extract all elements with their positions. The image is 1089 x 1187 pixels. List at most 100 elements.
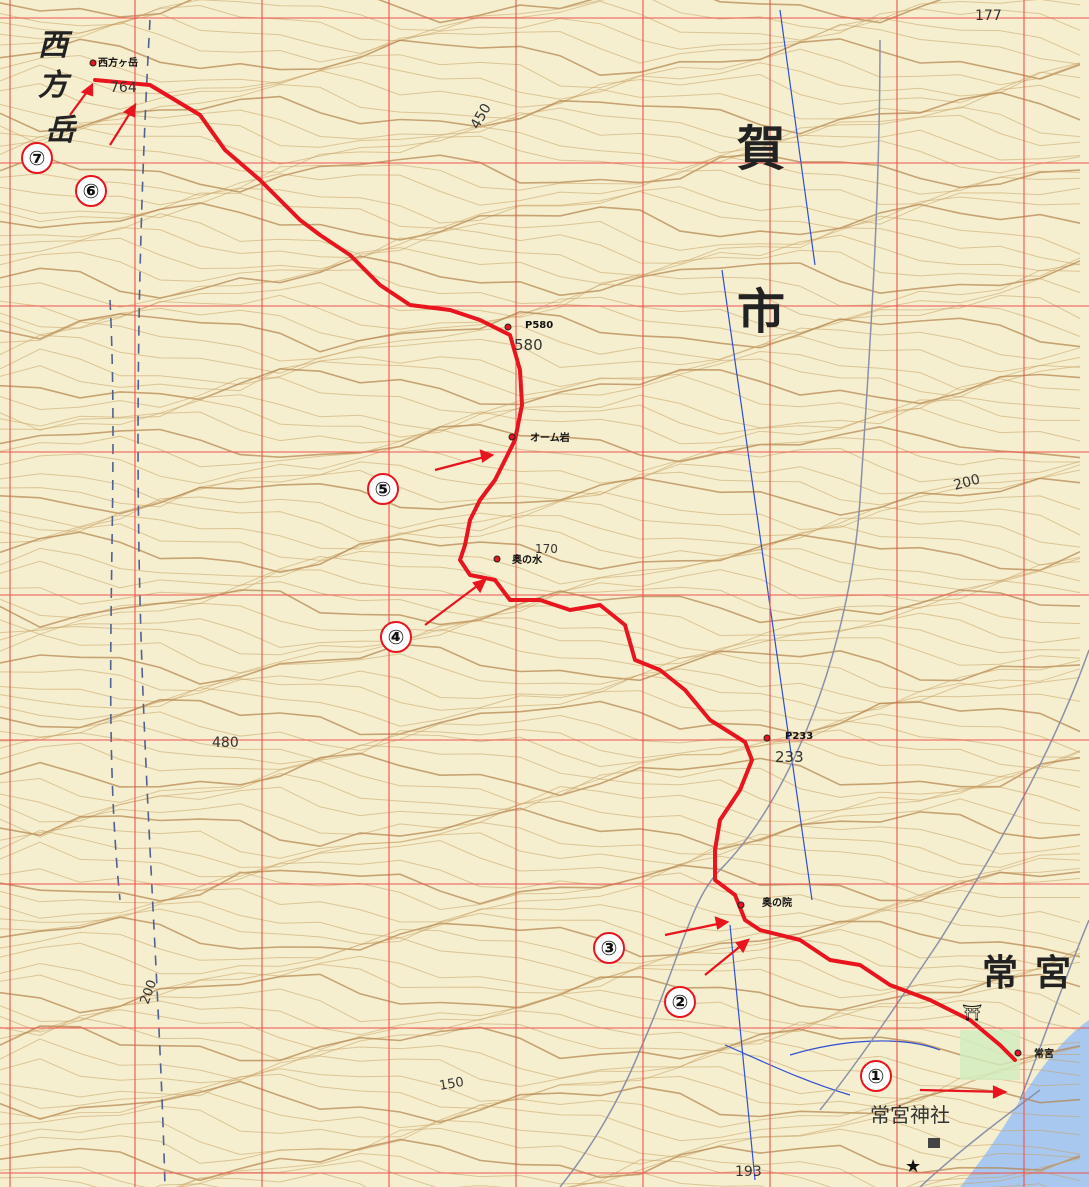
contour-line bbox=[0, 153, 1081, 193]
contour-line bbox=[174, 1170, 1081, 1187]
contour-line bbox=[0, 1089, 1081, 1129]
boundary-lines bbox=[721, 9, 941, 1181]
contour-line bbox=[0, 70, 1081, 110]
contour-line bbox=[0, 1017, 1081, 1061]
contour-line bbox=[0, 1025, 1081, 1066]
contour-line bbox=[0, 135, 1081, 174]
contour-line bbox=[0, 711, 1081, 753]
contour-line bbox=[0, 653, 1081, 693]
contour-line bbox=[0, 772, 1081, 817]
contour-line bbox=[0, 937, 1081, 980]
shrine-icon: ★ bbox=[905, 1156, 921, 1177]
area-label-shi: 市 bbox=[737, 284, 785, 340]
waypoint-okunoin-label: 奥の院 bbox=[762, 896, 792, 909]
waypoint-p233-label: P233 bbox=[785, 731, 813, 742]
svg-text:⑦: ⑦ bbox=[29, 146, 46, 170]
contour-line bbox=[0, 476, 1081, 516]
waypoint-start-label: 常宮 bbox=[1034, 1047, 1054, 1060]
contour-line bbox=[0, 111, 1081, 154]
contour-line bbox=[0, 523, 1081, 566]
contour-line bbox=[0, 91, 1081, 135]
svg-text:③: ③ bbox=[601, 936, 618, 960]
elevation-200: 200 bbox=[952, 471, 982, 493]
contour-line bbox=[0, 928, 1081, 966]
elevation-summit: 764 bbox=[110, 80, 137, 96]
contour-line bbox=[0, 269, 1081, 308]
contour-line bbox=[0, 612, 1081, 654]
contour-line bbox=[0, 48, 1081, 89]
contour-line bbox=[0, 38, 1081, 80]
contour-line bbox=[0, 871, 1081, 911]
contour-line bbox=[0, 278, 1081, 322]
contour-line bbox=[0, 399, 1080, 438]
svg-text:⑤: ⑤ bbox=[375, 477, 392, 501]
contour-line bbox=[155, 1181, 1048, 1187]
shrine-label: 常宮神社 bbox=[870, 1103, 950, 1127]
contour-line bbox=[0, 807, 1081, 851]
contour-line bbox=[0, 1038, 1081, 1081]
contour-line bbox=[0, 423, 1081, 463]
contour-line bbox=[0, 358, 1081, 398]
peak-label-2: 方 bbox=[38, 68, 72, 103]
contour-line bbox=[0, 900, 1081, 939]
contour-line bbox=[0, 589, 1081, 629]
svg-text:①: ① bbox=[868, 1064, 885, 1088]
contour-line bbox=[0, 839, 1081, 879]
contour-line bbox=[0, 368, 1081, 406]
contour-line bbox=[0, 908, 1081, 950]
elevation-p233: 233 bbox=[775, 748, 804, 766]
waypoint-water-label: 奥の水 bbox=[512, 553, 543, 566]
contour-line bbox=[0, 0, 943, 24]
contour-line bbox=[0, 798, 1081, 842]
hiking-route bbox=[93, 78, 1017, 1062]
contour-line bbox=[0, 864, 1081, 905]
contour-line bbox=[0, 785, 1081, 823]
trail-dashes bbox=[109, 19, 166, 1187]
contour-line bbox=[0, 490, 1081, 531]
elevation-193: 193 bbox=[735, 1164, 762, 1180]
contour-line bbox=[0, 829, 1081, 869]
elevation-170: 170 bbox=[535, 542, 558, 556]
contour-line bbox=[0, 374, 1081, 415]
marker-6: ⑥ bbox=[75, 175, 107, 207]
contour-line bbox=[0, 0, 1081, 42]
contour-line bbox=[0, 186, 1081, 225]
peak-label-3: 岳 bbox=[45, 113, 78, 148]
area-label-jogu-2: 宮 bbox=[1035, 952, 1071, 994]
waypoint-p580-label: P580 bbox=[525, 320, 553, 331]
contour-line bbox=[0, 213, 1081, 255]
contour-line bbox=[0, 294, 1081, 334]
shrine-gate-icon: ⛩ bbox=[962, 1003, 982, 1022]
contour-line bbox=[0, 303, 1081, 342]
elevation-177: 177 bbox=[975, 8, 1002, 24]
marker-7: ⑦ bbox=[21, 142, 53, 174]
svg-text:⑥: ⑥ bbox=[83, 179, 100, 203]
contour-line bbox=[0, 601, 1081, 637]
elevation-p580: 580 bbox=[514, 336, 543, 354]
peak-label-1: 西 bbox=[38, 28, 73, 63]
contour-line bbox=[0, 1051, 1081, 1088]
contour-line bbox=[0, 321, 1081, 362]
marker-3: ③ bbox=[593, 932, 625, 964]
contour-line bbox=[0, 973, 1081, 1014]
contour-line bbox=[0, 348, 1081, 391]
contour-line bbox=[0, 247, 1081, 284]
contour-line bbox=[0, 61, 1081, 100]
contour-line bbox=[0, 13, 1081, 56]
contour-line bbox=[0, 234, 1081, 277]
waypoint-summit-label: 西方ヶ岳 bbox=[98, 56, 138, 69]
contour-line bbox=[0, 1127, 1081, 1165]
contour-line bbox=[0, 202, 1081, 241]
elevation-480: 480 bbox=[212, 735, 239, 751]
contour-line bbox=[0, 552, 1081, 594]
contour-line bbox=[0, 916, 1081, 958]
contour-line bbox=[0, 994, 1081, 1036]
contour-line bbox=[0, 190, 1081, 230]
contour-line bbox=[0, 643, 1081, 685]
contour-line bbox=[0, 547, 1081, 585]
contour-line bbox=[0, 1116, 1081, 1159]
contour-line bbox=[0, 1104, 1081, 1142]
route-arrows bbox=[69, 82, 1008, 1099]
